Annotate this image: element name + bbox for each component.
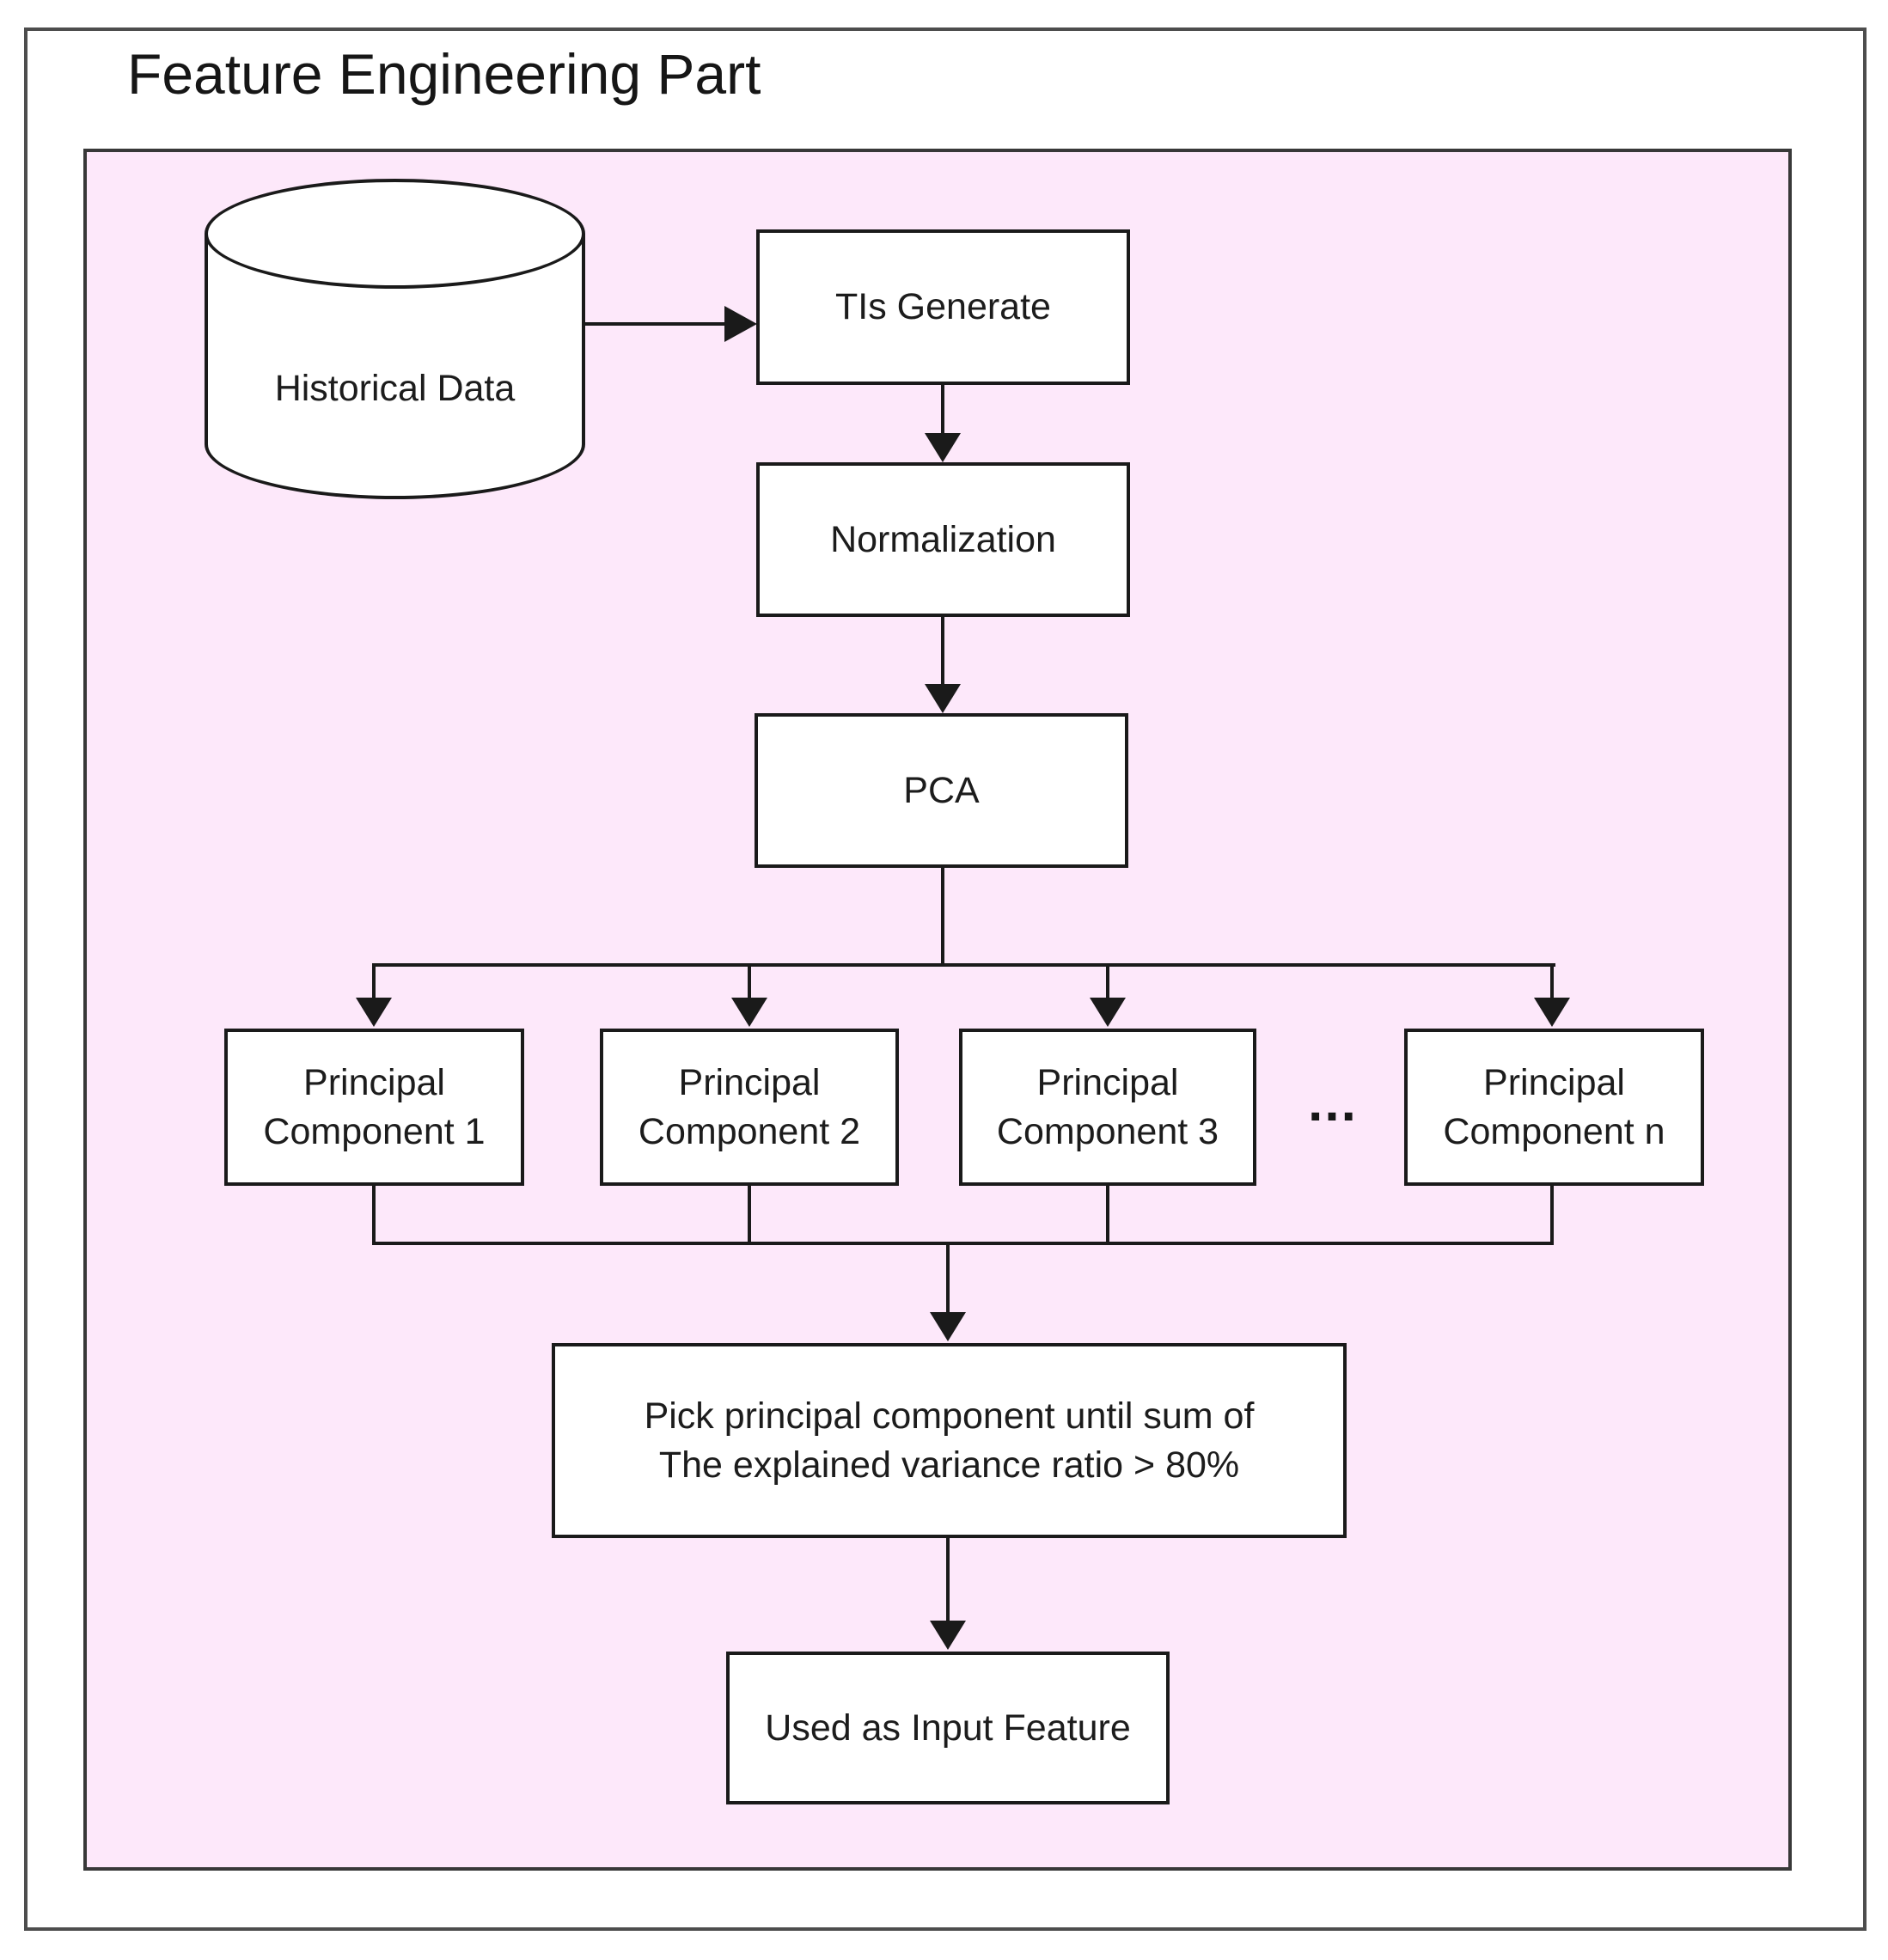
arrowhead-split-to-pc3 [1090,998,1126,1027]
arrowhead-split-to-pc1 [356,998,392,1027]
node-label-tis-generate: TIs Generate [835,286,1051,328]
arrowhead-tis-to-normalization [925,433,961,462]
connector-split-to-pc1-line [372,965,376,999]
node-input-feature: Used as Input Feature [726,1652,1170,1804]
connector-split-to-pc3-line [1106,965,1109,999]
connector-split-to-pc2-line [748,965,751,999]
node-label-principal-component-3: Principal Component 3 [996,1061,1219,1152]
node-label-pca: PCA [903,769,980,811]
node-pca: PCA [755,713,1128,868]
arrowhead-pick-to-input [930,1621,966,1650]
arrowhead-historical-to-tis [724,306,757,342]
node-principal-component-3: Principal Component 3 [959,1029,1256,1186]
ellipsis-label: ... [1308,1072,1358,1133]
node-pick-rule: Pick principal component until sum of Th… [552,1343,1347,1538]
connector-tis-to-normalization-line [941,385,944,435]
pick-rule-line1: Pick principal component until sum of [644,1395,1255,1437]
diagram-title: Feature Engineering Part [127,42,761,106]
cylinder-top-ellipse [205,179,585,289]
node-principal-component-n: Principal Component n [1404,1029,1704,1186]
pick-rule-text: Pick principal component until sum of Th… [645,1392,1255,1490]
node-principal-component-1: Principal Component 1 [224,1029,524,1186]
connector-collector-to-pick-line [946,1242,950,1314]
arrowhead-normalization-to-pca [925,684,961,713]
connector-pc3-to-collector-line [1106,1186,1109,1245]
connector-pc2-to-collector-line [748,1186,751,1245]
arrowhead-split-to-pc2 [731,998,767,1027]
node-normalization: Normalization [756,462,1130,617]
connector-collector-bus-line [372,1242,1554,1245]
connector-pick-to-input-line [946,1538,950,1621]
node-principal-component-2: Principal Component 2 [600,1029,899,1186]
node-label-principal-component-n: Principal Component n [1443,1061,1665,1152]
node-tis-generate: TIs Generate [756,229,1130,385]
node-label-input-feature: Used as Input Feature [765,1707,1131,1749]
node-label-principal-component-2: Principal Component 2 [638,1061,861,1152]
ellipsis-more-components: ... [1286,1064,1380,1141]
node-label-normalization: Normalization [830,518,1056,560]
connector-pca-drop-line [941,868,944,965]
arrowhead-collector-to-pick [930,1312,966,1341]
connector-pcn-to-collector-line [1550,1186,1554,1245]
connector-normalization-to-pca-line [941,617,944,686]
arrowhead-split-to-pcn [1534,998,1570,1027]
connector-pc1-to-collector-line [372,1186,376,1245]
node-historical-data: Historical Data [205,179,585,499]
connector-split-to-pcn-line [1550,965,1554,999]
connector-split-bus-line [372,963,1555,967]
pick-rule-line2: The explained variance ratio > 80% [658,1444,1240,1486]
connector-historical-to-tis-line [584,322,726,326]
node-label-historical-data: Historical Data [274,368,516,409]
node-label-principal-component-1: Principal Component 1 [263,1061,486,1152]
